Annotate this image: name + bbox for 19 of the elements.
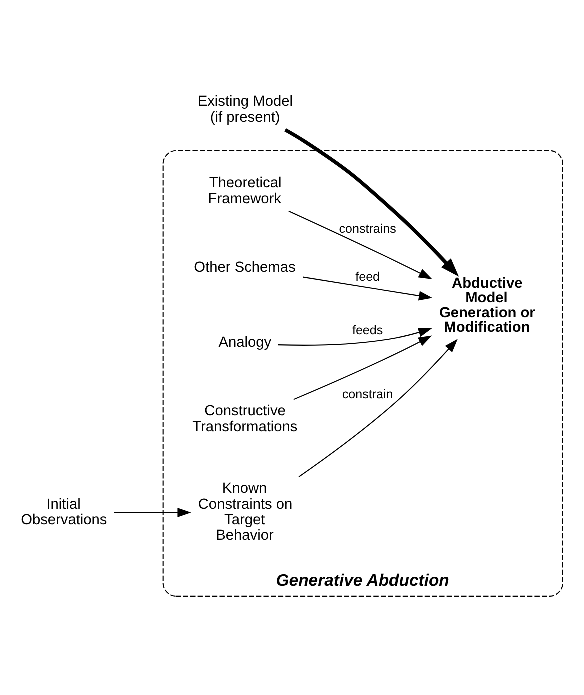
node-text: Other Schemas bbox=[194, 260, 296, 276]
arrow bbox=[114, 508, 192, 518]
node-text: Known Constraints on Target Behavior bbox=[198, 481, 293, 544]
node-text: Analogy bbox=[218, 335, 272, 352]
edge-label: constrain bbox=[342, 387, 394, 402]
node-text: Initial Observations bbox=[21, 496, 108, 528]
arrow bbox=[303, 276, 433, 301]
edge-label: constrains bbox=[339, 222, 396, 236]
node-text: Abductive Model Generation or Modification bbox=[439, 276, 536, 336]
arrow bbox=[294, 336, 432, 400]
node-text: Theoretical Framework bbox=[208, 176, 282, 208]
arrow bbox=[288, 210, 433, 280]
arrow bbox=[284, 128, 460, 277]
arrow bbox=[298, 339, 458, 478]
edge-label: feeds bbox=[352, 324, 384, 338]
node-text: Existing Model (if present) bbox=[198, 94, 293, 126]
node-text: Constructive Transformations bbox=[192, 404, 298, 436]
arrow bbox=[278, 328, 432, 346]
edge-label: feed bbox=[356, 270, 380, 284]
